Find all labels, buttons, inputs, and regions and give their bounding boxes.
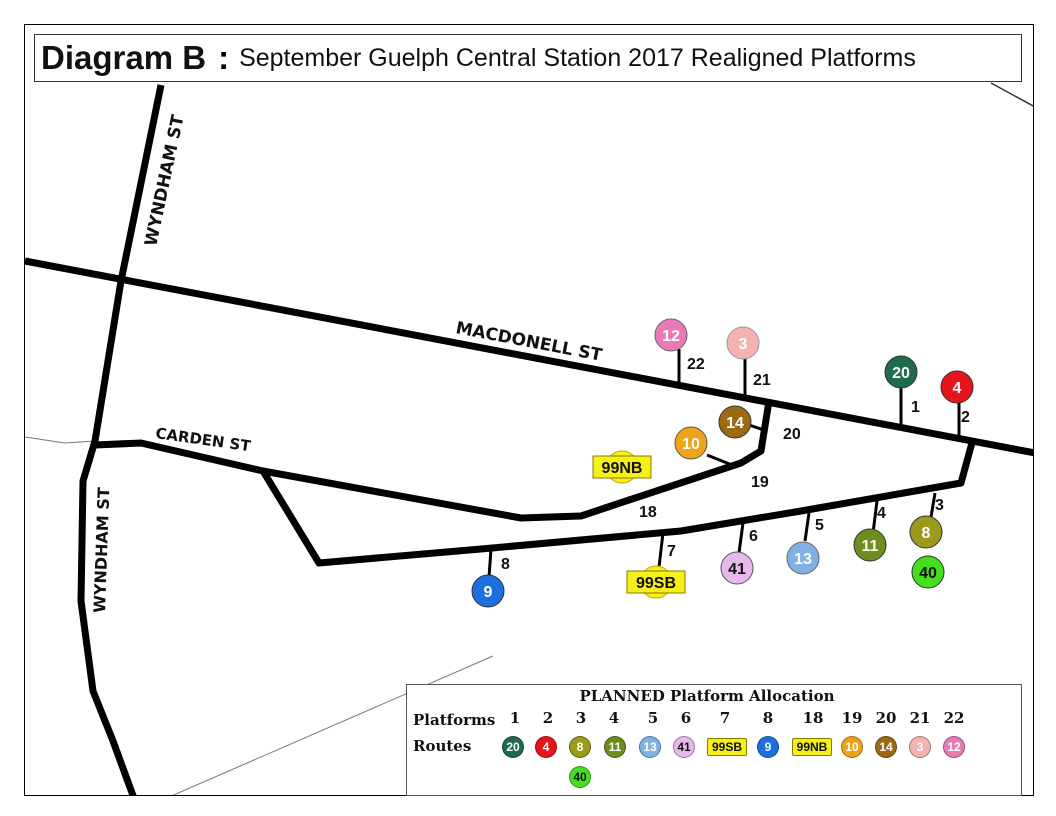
legend-box: PLANNED Platform Allocation Platforms Ro… xyxy=(406,684,1022,796)
platform-number: 8 xyxy=(501,556,510,573)
macdonell-street xyxy=(25,257,1033,457)
platform-number: 7 xyxy=(667,543,676,560)
platform-number: 20 xyxy=(783,426,801,443)
route-label: 20 xyxy=(892,365,910,382)
route-label: 3 xyxy=(739,336,748,353)
legend-platform-number: 2 xyxy=(542,709,554,727)
route-marker-99NB[interactable]: 99NB xyxy=(592,450,652,484)
route-marker-20[interactable]: 20 xyxy=(884,355,918,389)
legend-route-badge: 10 xyxy=(841,736,863,758)
route-marker-41[interactable]: 41 xyxy=(720,551,754,585)
legend-platform-number: 18 xyxy=(802,709,824,727)
legend-platform-number: 21 xyxy=(909,709,931,727)
thin-road xyxy=(172,655,494,795)
route-marker-14[interactable]: 14 xyxy=(718,405,752,439)
title-main: Diagram B xyxy=(41,39,207,76)
street-label-wyndham-bottom: WYNDHAM ST xyxy=(90,487,113,613)
legend-platform-number: 3 xyxy=(575,709,587,727)
legend-title: PLANNED Platform Allocation xyxy=(579,687,835,705)
legend-platform-number: 20 xyxy=(875,709,897,727)
legend-routes-label: Routes xyxy=(413,737,472,755)
route-label: 10 xyxy=(682,436,700,453)
route-marker-13[interactable]: 13 xyxy=(786,541,820,575)
legend-route-badge: 9 xyxy=(757,736,779,758)
route-label: 9 xyxy=(484,584,493,601)
legend-platform-number: 1 xyxy=(509,709,521,727)
route-marker-3[interactable]: 3 xyxy=(726,326,760,360)
legend-platforms-label: Platforms xyxy=(413,711,496,729)
legend-route-badge: 12 xyxy=(943,736,965,758)
legend-route-badge: 14 xyxy=(875,736,897,758)
legend-platform-number: 5 xyxy=(647,709,659,727)
legend-route-badge: 99SB xyxy=(707,738,747,756)
route-label: 99NB xyxy=(602,460,643,477)
thin-road xyxy=(990,82,1033,107)
route-marker-4[interactable]: 4 xyxy=(940,370,974,404)
route-marker-12[interactable]: 12 xyxy=(654,318,688,352)
title-subtitle: September Guelph Central Station 2017 Re… xyxy=(239,43,916,72)
route-label: 14 xyxy=(726,415,744,432)
legend-route-badge: 41 xyxy=(673,736,695,758)
route-label: 12 xyxy=(662,328,680,345)
route-label: 99SB xyxy=(636,575,676,592)
legend-platform-number: 22 xyxy=(943,709,965,727)
route-label: 4 xyxy=(953,380,962,397)
platform-number: 18 xyxy=(639,504,657,521)
title-separator: : xyxy=(218,39,230,76)
route-marker-9[interactable]: 9 xyxy=(471,574,505,608)
legend-route-badge: 13 xyxy=(639,736,661,758)
legend-route-badge: 99NB xyxy=(792,738,832,756)
legend-route-badge: 8 xyxy=(569,736,591,758)
route-marker-11[interactable]: 11 xyxy=(853,528,887,562)
route-marker-8[interactable]: 8 xyxy=(909,515,943,549)
legend-platform-number: 19 xyxy=(841,709,863,727)
legend-platform-number: 6 xyxy=(680,709,692,727)
platform-number: 2 xyxy=(961,409,970,426)
platform-number: 6 xyxy=(749,528,758,545)
route-marker-10[interactable]: 10 xyxy=(674,426,708,460)
route-label: 40 xyxy=(919,565,937,582)
platform-number: 19 xyxy=(751,474,769,491)
platform-number: 1 xyxy=(911,399,920,416)
route-label: 13 xyxy=(794,551,812,568)
route-label: 11 xyxy=(862,538,879,555)
map-title: Diagram B : September Guelph Central Sta… xyxy=(34,34,1022,82)
wyndham-street xyxy=(77,84,165,795)
legend-platform-number: 4 xyxy=(608,709,620,727)
platform-number: 21 xyxy=(753,372,771,389)
legend-platform-number: 7 xyxy=(719,709,731,727)
legend-route-badge: 3 xyxy=(909,736,931,758)
route-marker-99SB[interactable]: 99SB xyxy=(626,565,686,599)
map-canvas: WYNDHAM ST WYNDHAM ST MACDONELL ST CARDE… xyxy=(25,82,1033,795)
platform-number: 5 xyxy=(815,517,824,534)
platform-stubs xyxy=(487,349,961,578)
route-label: 8 xyxy=(922,525,931,542)
route-marker-40[interactable]: 40 xyxy=(911,555,945,589)
route-label: 41 xyxy=(728,561,746,578)
legend-platform-number: 8 xyxy=(762,709,774,727)
legend-route-badge: 11 xyxy=(604,736,626,758)
bus-loop-road xyxy=(260,438,977,567)
map-frame: WYNDHAM ST WYNDHAM ST MACDONELL ST CARDE… xyxy=(24,24,1034,796)
platform-number: 22 xyxy=(687,356,705,373)
legend-route-badge: 20 xyxy=(502,736,524,758)
platform-number: 4 xyxy=(877,505,886,522)
platform-number: 3 xyxy=(935,497,944,514)
legend-route-badge: 4 xyxy=(535,736,557,758)
carden-street xyxy=(94,400,773,522)
legend-route-badge: 40 xyxy=(569,766,591,788)
thin-road xyxy=(25,436,96,444)
